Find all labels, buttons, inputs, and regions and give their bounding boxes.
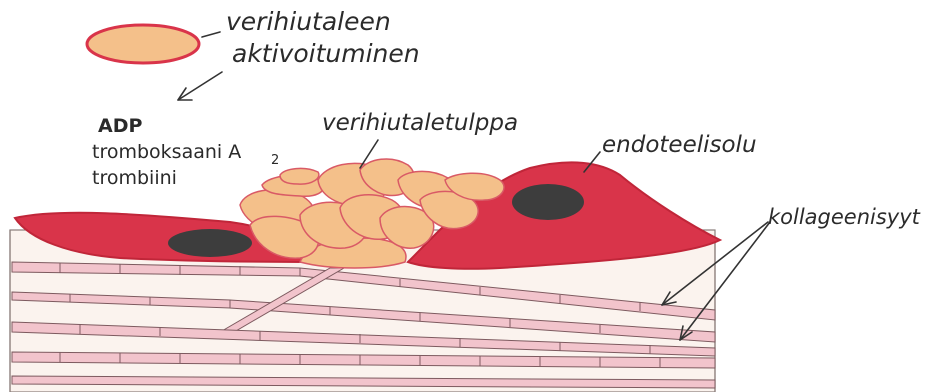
label-adp: ADP	[98, 115, 142, 137]
label-platelet-activation-1: verihiutaleen	[226, 7, 391, 36]
free-platelet	[87, 25, 199, 63]
activation-arrow-head	[178, 88, 192, 100]
activation-arrow	[178, 72, 222, 100]
label-platelet-activation-2: aktivoituminen	[232, 39, 420, 68]
platelet	[280, 168, 319, 184]
label-collagen-fibers: kollageenisyyt	[768, 205, 921, 229]
label-thrombin: trombiini	[92, 167, 177, 189]
label-thromboxane: tromboksaani A	[92, 141, 241, 163]
label-platelet-plug: verihiutaletulppa	[322, 110, 518, 136]
label-thromboxane-sub: 2	[271, 153, 279, 168]
label-endothelial-cell: endoteelisolu	[602, 132, 757, 158]
cell-nucleus	[168, 229, 252, 257]
activation-leader-line	[202, 32, 220, 37]
cell-nucleus	[512, 184, 584, 220]
